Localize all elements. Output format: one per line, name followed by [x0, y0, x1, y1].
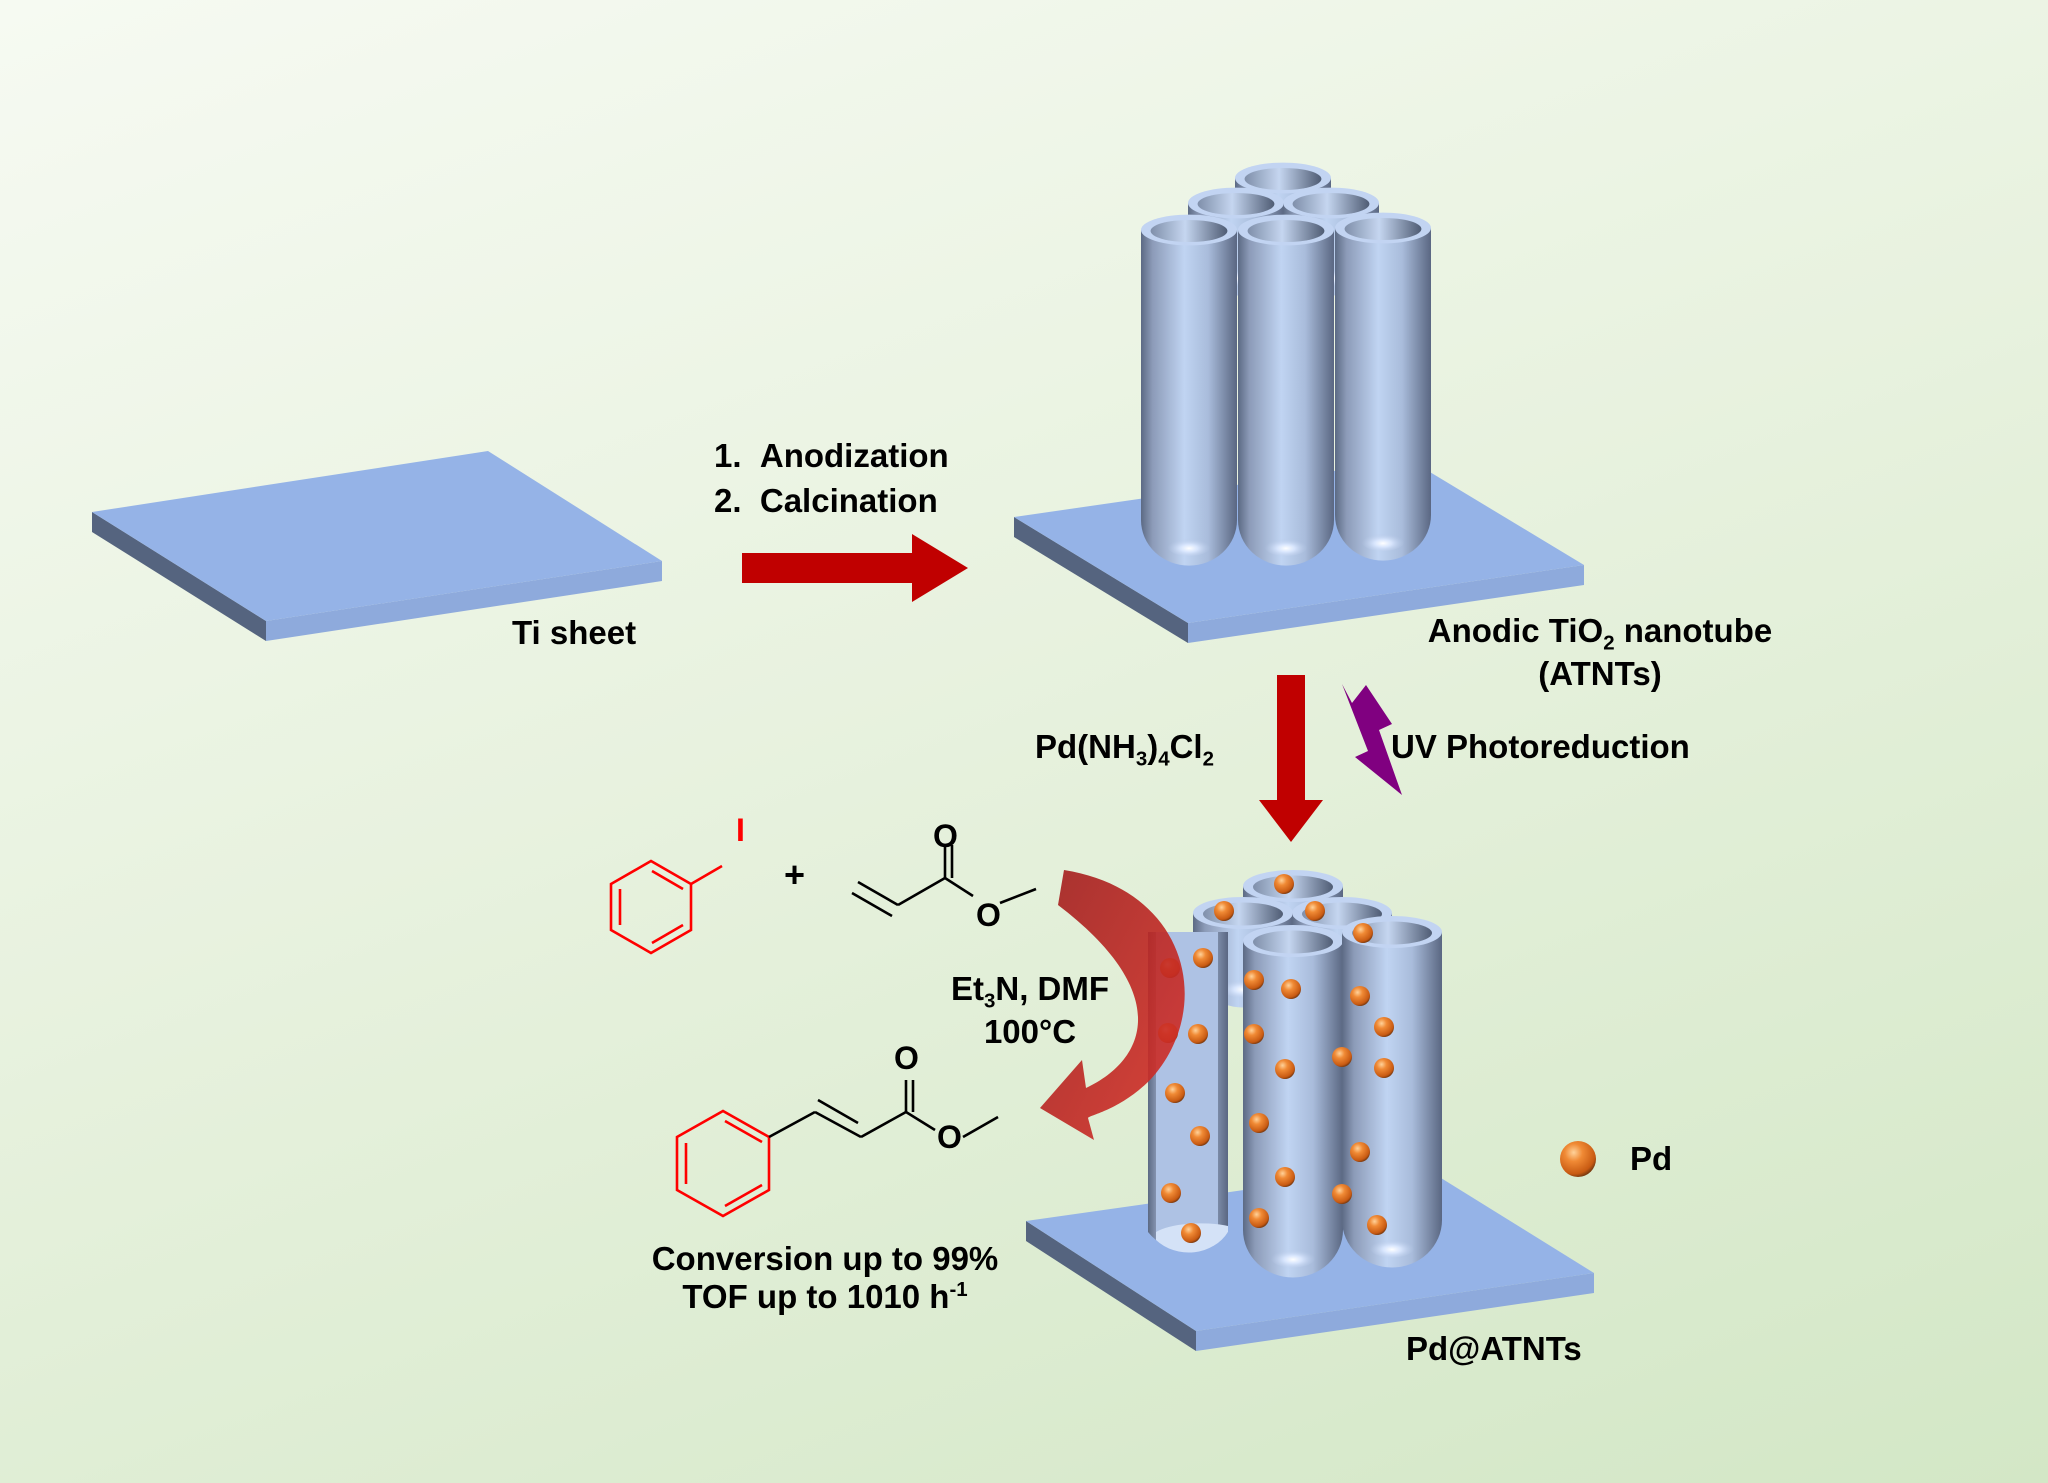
- pd-particle: [1274, 874, 1294, 894]
- tube-opening: [1344, 217, 1422, 241]
- nanotube-front-left: [1141, 214, 1237, 566]
- atnt-sheet-front: [1188, 565, 1584, 643]
- pd-atnts-label: Pd@ATNTs: [1406, 1330, 1582, 1367]
- pd-particle: [1350, 986, 1370, 1006]
- tof-text: TOF up to 1010 h-1: [682, 1277, 968, 1315]
- methyl-acrylate-structure: [851, 845, 1037, 918]
- pd-particle: [1350, 1142, 1370, 1162]
- plus-sign: +: [784, 854, 806, 895]
- atnt-label-line2: (ATNTs): [1538, 655, 1662, 693]
- ti-sheet-front: [266, 561, 662, 641]
- pd-particle: [1275, 1167, 1295, 1187]
- ti-sheet-side: [92, 512, 266, 641]
- step-1-number: 1.: [714, 437, 742, 474]
- pd-particle: [1190, 1126, 1210, 1146]
- pd-particle: [1332, 1184, 1352, 1204]
- tube-bottom-highlight: [1264, 536, 1308, 557]
- performance-summary: Conversion up to 99% TOF up to 1010 h-1: [600, 1240, 1050, 1316]
- solvent-base: Et3N, DMF: [950, 970, 1110, 1013]
- step-1-label: Anodization: [759, 437, 949, 474]
- uv-photoreduction-label: UV Photoreduction: [1391, 728, 1690, 765]
- pd-particle: [1249, 1113, 1269, 1133]
- tube-bottom-highlight: [1270, 1247, 1316, 1268]
- methyl-cinnamate-structure: [675, 1080, 999, 1218]
- precursor-label: Pd(NH3)4Cl2: [1035, 728, 1214, 771]
- pd-particle: [1281, 979, 1301, 999]
- pd-particle: [1214, 901, 1234, 921]
- curved-reaction-arrow: [1040, 870, 1185, 1140]
- step-2-number: 2.: [714, 482, 742, 519]
- pd-atnt-sheet-side: [1026, 1221, 1196, 1351]
- pd-particle: [1244, 1024, 1264, 1044]
- tube-body: [1238, 230, 1334, 566]
- pd-particle: [1305, 901, 1325, 921]
- atnt-label: Anodic TiO2 nanotube (ATNTs): [1400, 612, 1800, 693]
- conversion-text: Conversion up to 99%: [651, 1240, 999, 1277]
- pd-particle: [1367, 1215, 1387, 1235]
- tube-opening: [1247, 219, 1325, 243]
- cinnamate-carbonyl-oxygen: O: [894, 1040, 919, 1076]
- pd-particle: [1374, 1017, 1394, 1037]
- pd-particle: [1275, 1059, 1295, 1079]
- pd-particle: [1249, 1208, 1269, 1228]
- tube-body: [1243, 941, 1343, 1278]
- step-2-label: Calcination: [759, 482, 938, 519]
- tube-bottom-highlight: [1361, 531, 1405, 552]
- pd-particle: [1181, 1223, 1201, 1243]
- acrylate-carbonyl-oxygen: O: [933, 818, 958, 854]
- process-arrow-down: [1259, 675, 1323, 842]
- acrylate-ester-oxygen: O: [976, 897, 1001, 933]
- nanotube-front-right: [1335, 212, 1431, 561]
- iodobenzene-structure: [609, 859, 723, 955]
- pd-nanotube-front-center: [1243, 925, 1343, 1278]
- atnt-nanotube-array: [1141, 162, 1431, 566]
- tube-bottom-highlight: [1167, 536, 1211, 557]
- tube-opening: [1150, 219, 1228, 243]
- ti-sheet-label: Ti sheet: [512, 614, 637, 651]
- reaction-conditions: Et3N, DMF 100°C: [920, 970, 1140, 1051]
- tube-opening: [1352, 921, 1432, 945]
- atnt-label-line1: Anodic TiO2 nanotube: [1427, 612, 1773, 655]
- process-arrow-right: [742, 534, 968, 602]
- pd-particle: [1193, 948, 1213, 968]
- ti-sheet: [92, 451, 662, 641]
- pd-particle: [1161, 1183, 1181, 1203]
- tube-body: [1141, 230, 1237, 566]
- tube-body: [1335, 228, 1431, 561]
- step-1: 1. Anodization: [714, 437, 949, 475]
- tube-bottom-highlight: [1369, 1237, 1415, 1258]
- uv-lightning-icon: [1342, 684, 1402, 795]
- tube-opening: [1292, 192, 1370, 216]
- tube-opening: [1197, 192, 1275, 216]
- pd-atnt-nanotube-array: [1148, 870, 1442, 1278]
- atnt-sheet-side: [1014, 517, 1188, 643]
- pd-legend-label: Pd: [1630, 1140, 1673, 1177]
- iodine-atom: I: [736, 812, 745, 848]
- ti-sheet-top: [92, 451, 662, 621]
- pd-atnt-sheet-front: [1196, 1273, 1594, 1351]
- pd-particle: [1353, 923, 1373, 943]
- pd-nanotube-front-right: [1342, 916, 1442, 1268]
- tube-opening: [1244, 167, 1322, 191]
- nanotube-front-center: [1238, 214, 1334, 566]
- pd-particle: [1188, 1024, 1208, 1044]
- cinnamate-ester-oxygen: O: [937, 1119, 962, 1155]
- pd-legend-particle-icon: [1560, 1141, 1596, 1177]
- step-2: 2. Calcination: [714, 482, 938, 520]
- tube-body: [1342, 932, 1442, 1268]
- pd-particle: [1165, 1083, 1185, 1103]
- pd-particle: [1374, 1058, 1394, 1078]
- tube-opening: [1253, 930, 1333, 954]
- pd-particle: [1244, 970, 1264, 990]
- pd-particle: [1332, 1047, 1352, 1067]
- temperature: 100°C: [983, 1013, 1077, 1051]
